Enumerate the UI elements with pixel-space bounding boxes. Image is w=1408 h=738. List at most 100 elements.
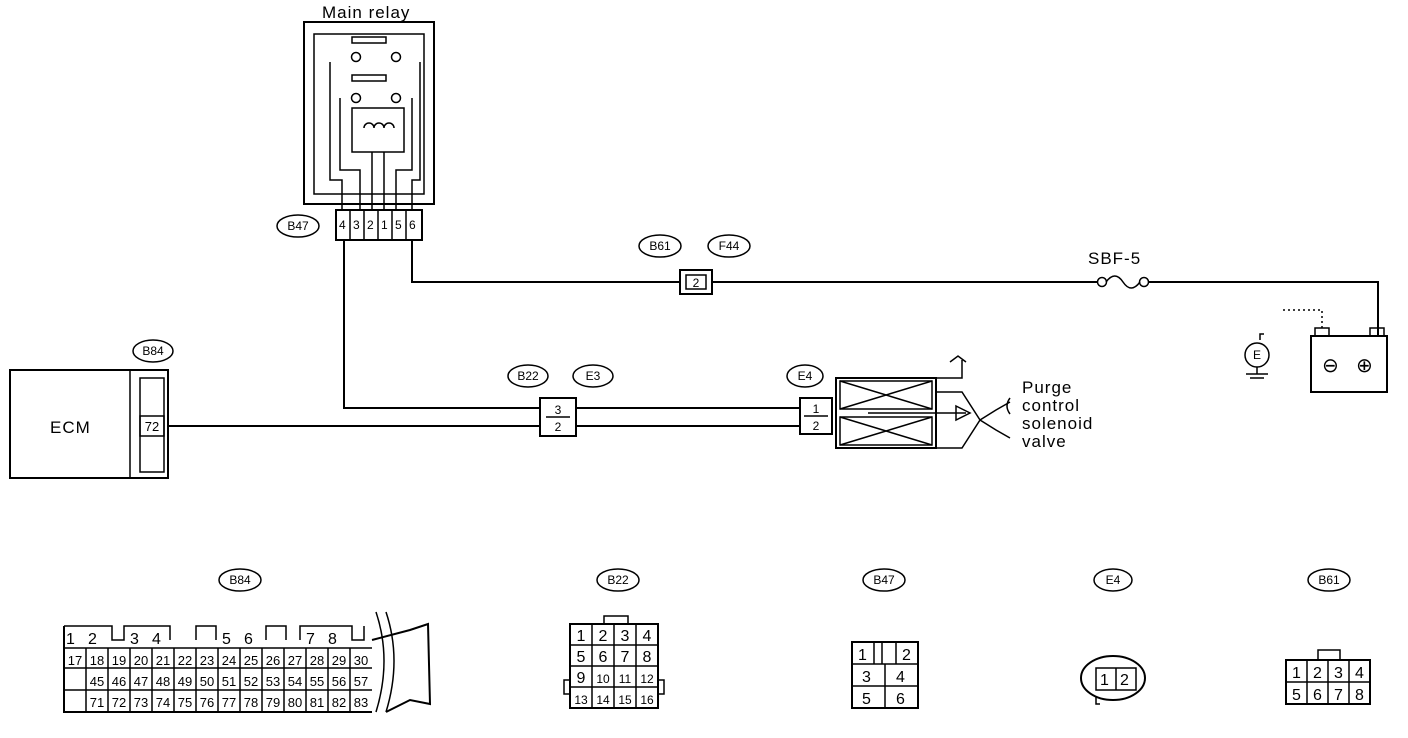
b61-face-pin-7: 7 [1334,687,1343,704]
b22-face-pin-7: 7 [621,649,630,666]
b84-face-pin-74: 74 [156,695,170,710]
b84-face-pin-77: 77 [222,695,236,710]
faceview-b84-tag [218,568,262,592]
b22-face-pin-12: 12 [640,672,654,686]
e4-pin-1: 1 [813,402,820,416]
faceview-e4-tag [1093,568,1133,592]
wire-relay-to-b22 [343,240,540,409]
ground-label: E [1253,348,1261,362]
fuse-icon [1096,275,1150,289]
faceview-b47-tag [862,568,906,592]
b61-tag-label: B61 [649,239,671,253]
b84-face-pin-18: 18 [90,653,104,668]
e4-tag [786,364,824,388]
b47-face-pin-2: 2 [902,647,911,664]
b84-face-pin-26: 26 [266,653,280,668]
b22-face-pin-6: 6 [599,649,608,666]
b47-face-pin-5: 5 [862,691,871,708]
b84-face-pin-51: 51 [222,674,236,689]
b84-face-pin-76: 76 [200,695,214,710]
b84-face-pin-71: 71 [90,695,104,710]
faceview-b22 [563,615,665,709]
b84-face-pin-27: 27 [288,653,302,668]
b84-face-pin-6: 6 [244,631,253,648]
valve-label-line1: Purge [1022,378,1072,397]
b22-face-pin-16: 16 [640,693,654,707]
b47-face-pin-3: 3 [862,669,871,686]
faceview-b22-tag-label: B22 [607,573,629,587]
b22-face-pin-3: 3 [621,628,630,645]
main-relay-label: Main relay [322,3,410,22]
b84-face-pin-80: 80 [288,695,302,710]
relay-terminal-2: 2 [367,218,374,232]
b22-tag-label: B22 [517,369,539,383]
b84-face-pin-57: 57 [354,674,368,689]
b84-face-pin-79: 79 [266,695,280,710]
b84-face-pin-82: 82 [332,695,346,710]
ground-icon [1244,342,1270,379]
battery-positive-symbol: ⊕ [1356,355,1373,377]
b22-pin-2: 2 [555,420,562,434]
b22-face-pin-9: 9 [577,670,586,687]
b84-face-pin-17: 17 [68,653,82,668]
b84-face-pin-21: 21 [156,653,170,668]
e3-tag-label: E3 [586,369,601,383]
b22-face-pin-2: 2 [599,628,608,645]
b84-tag [132,339,174,363]
b84-face-pin-20: 20 [134,653,148,668]
b84-face-pin-28: 28 [310,653,324,668]
b84-face-pin-72: 72 [112,695,126,710]
fuse-label: SBF-5 [1088,249,1141,268]
faceview-b47-tag-label: B47 [873,573,895,587]
e4-face-pin-1: 1 [1100,672,1109,689]
faceview-b22-tag [596,568,640,592]
b84-face-pin-5: 5 [222,631,231,648]
b61-face-pin-4: 4 [1355,665,1364,682]
relay-terminal-1: 1 [381,218,388,232]
b47-tag-label: B47 [287,219,309,233]
e4-pin-2: 2 [813,419,820,433]
b61-face-pin-2: 2 [1313,665,1322,682]
relay-terminal-5: 5 [395,218,402,232]
b84-face-pin-49: 49 [178,674,192,689]
b84-face-pin-29: 29 [332,653,346,668]
valve-label-line2: control [1022,396,1080,415]
b84-face-pin-48: 48 [156,674,170,689]
relay-terminal-6: 6 [409,218,416,232]
wire-fuse-to-battery [1148,281,1379,336]
valve-label-line3: solenoid [1022,414,1093,433]
faceview-b47 [851,641,919,709]
ecm-module [9,369,169,479]
relay-terminal-3: 3 [353,218,360,232]
faceview-b84-tag-label: B84 [229,573,251,587]
main-relay: Main relay 4 3 2 1 5 6 [303,3,435,241]
b61-face-pin-1: 1 [1292,665,1301,682]
b22-face-pin-14: 14 [596,693,610,707]
e4-tag-label: E4 [798,369,813,383]
b47-tag [276,214,320,238]
b22-tag [507,364,549,388]
b84-face-pin-3: 3 [130,631,139,648]
b61-face-pin-3: 3 [1334,665,1343,682]
faceview-e4-tag-label: E4 [1106,573,1121,587]
b84-face-pin-8: 8 [328,631,337,648]
faceview-b61 [1285,649,1371,705]
b84-face-pin-2: 2 [88,631,97,648]
b22-face-pin-4: 4 [643,628,652,645]
b84-face-pin-53: 53 [266,674,280,689]
b47-face-pin-6: 6 [896,691,905,708]
f44-tag [707,234,751,258]
b22-face-pin-10: 10 [596,672,610,686]
battery-negative-symbol: ⊖ [1322,355,1339,377]
b84-face-pin-22: 22 [178,653,192,668]
b47-face-pin-4: 4 [896,669,905,686]
b22-face-pin-13: 13 [574,693,588,707]
b84-face-pin-78: 78 [244,695,258,710]
b84-face-pin-25: 25 [244,653,258,668]
b61-face-pin-8: 8 [1355,687,1364,704]
